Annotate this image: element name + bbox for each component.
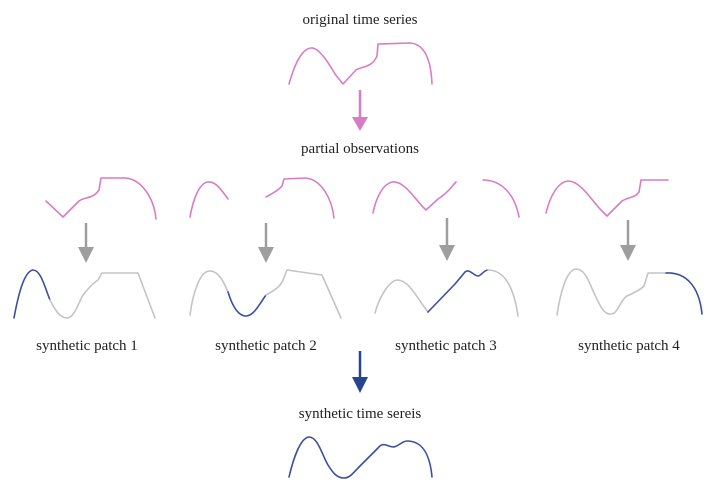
patch-3-label: synthetic patch 3 (395, 338, 497, 354)
arrow-to-result (352, 351, 368, 393)
arrow-to-patch-4 (620, 220, 636, 261)
synthetic-patch-1-curve (13, 269, 156, 319)
partial-observations-label: partial observations (301, 141, 419, 157)
synthetic-patch-3-curve (374, 269, 519, 317)
partial-observation-4 (545, 179, 669, 217)
arrow-to-patch-2 (258, 223, 274, 263)
patch-2-label: synthetic patch 2 (215, 338, 317, 354)
arrow-to-patch-1 (78, 223, 94, 263)
patch-1-label: synthetic patch 1 (36, 338, 138, 354)
patch-4-label: synthetic patch 4 (578, 338, 680, 354)
original-series-label: original time series (303, 12, 418, 28)
partial-observation-1 (45, 177, 157, 220)
arrow-to-patch-3 (439, 218, 455, 261)
synthetic-series-label: synthetic time sereis (299, 406, 422, 422)
synthetic-series-curve (288, 436, 433, 479)
synthetic-patch-2-curve (189, 269, 342, 319)
partial-observation-3 (372, 179, 520, 218)
partial-observation-2 (189, 177, 335, 219)
arrow-to-partial (352, 90, 368, 131)
original-series-curve (288, 42, 433, 85)
synthetic-patch-4-curve (556, 268, 703, 316)
